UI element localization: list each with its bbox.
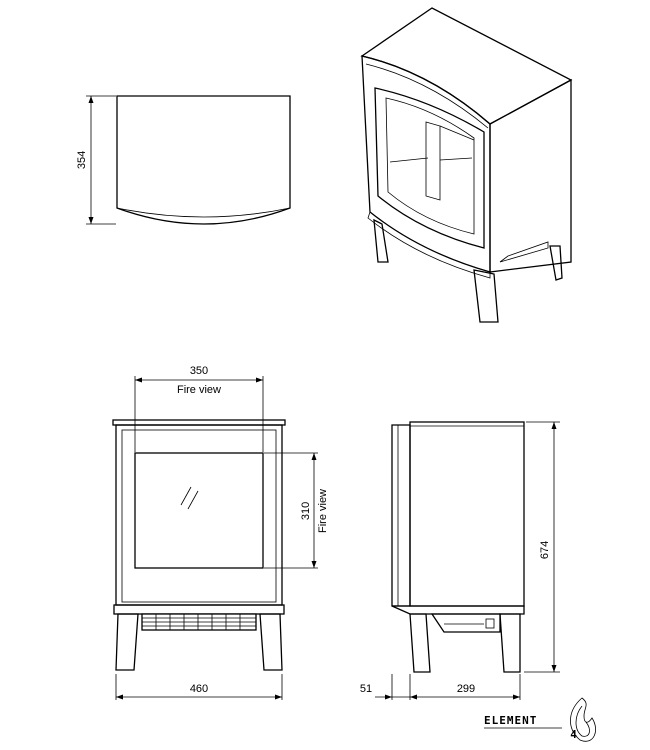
glass-reflection-2 bbox=[187, 490, 199, 510]
side-leg-back bbox=[499, 613, 521, 673]
side-offset-label: 51 bbox=[360, 683, 372, 695]
side-leg-front bbox=[409, 613, 431, 673]
logo-text: ELEMENT bbox=[484, 714, 537, 727]
iso-glass bbox=[385, 97, 475, 235]
side-view: 674 51 299 bbox=[360, 421, 560, 700]
flame-icon bbox=[570, 697, 596, 742]
top-view: 354 bbox=[76, 95, 291, 225]
logo-number: 4 bbox=[570, 728, 578, 741]
front-leg-right bbox=[259, 613, 283, 671]
isometric-view bbox=[360, 7, 573, 323]
iso-leg-front-right bbox=[473, 269, 499, 323]
side-heater-box bbox=[430, 613, 501, 633]
top-depth-label: 354 bbox=[76, 151, 88, 169]
top-view-outline bbox=[116, 95, 291, 225]
iso-leg-front-left bbox=[373, 218, 389, 263]
element4-logo: ELEMENT 4 bbox=[484, 697, 596, 742]
front-top-cap bbox=[112, 419, 286, 426]
side-depth-label: 299 bbox=[457, 683, 475, 695]
iso-side-face bbox=[489, 78, 572, 273]
overall-width-label: 460 bbox=[190, 683, 208, 695]
fire-view-height-caption: Fire view bbox=[317, 489, 329, 533]
fire-view-height-label: 310 bbox=[300, 502, 312, 520]
front-plinth bbox=[113, 604, 285, 615]
front-body bbox=[115, 424, 283, 606]
front-leg-left bbox=[115, 613, 139, 671]
heater-grille bbox=[141, 613, 257, 631]
iso-leg-back-right bbox=[549, 245, 563, 281]
overall-height-label: 674 bbox=[539, 541, 551, 559]
fire-view-width-caption: Fire view bbox=[177, 384, 221, 396]
glass-reflection-1 bbox=[180, 486, 192, 506]
fire-view-width-label: 350 bbox=[190, 365, 208, 377]
side-body bbox=[409, 421, 525, 607]
front-glass bbox=[134, 452, 264, 569]
side-door-profile bbox=[391, 424, 411, 607]
iso-door bbox=[374, 87, 485, 249]
front-view: 350 Fire view 310 Fire view 460 bbox=[112, 365, 329, 700]
